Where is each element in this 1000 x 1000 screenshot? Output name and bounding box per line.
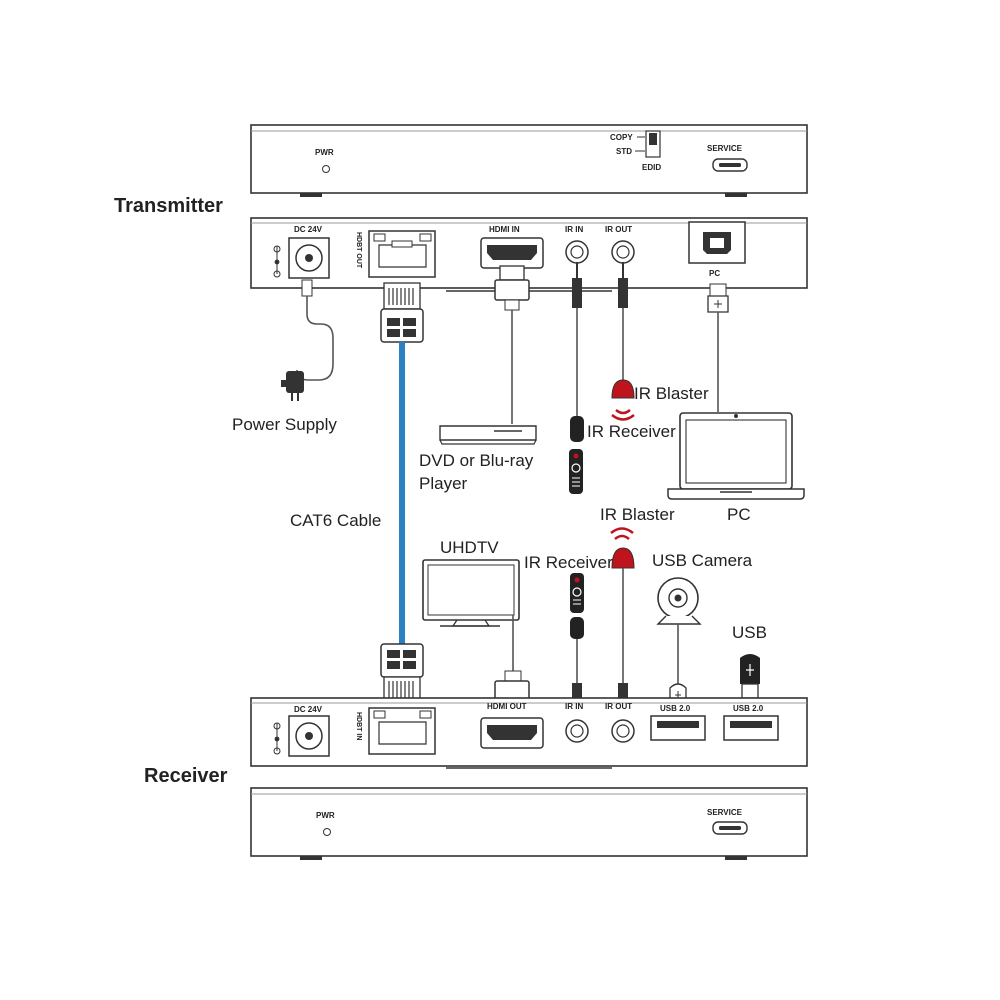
rx-polarity-icon	[273, 722, 281, 755]
rx-service-label: SERVICE	[707, 808, 743, 817]
dvd-label-line2: Player	[419, 474, 468, 493]
dvd-player-icon	[439, 425, 537, 445]
ir-signal-rx-icon	[610, 527, 634, 540]
ir-blaster-rx-label: IR Blaster	[600, 505, 675, 524]
pc-label: PC	[709, 269, 720, 278]
hdbt-in-label: HDBT IN	[355, 712, 362, 740]
ir-out-label: IR OUT	[605, 225, 632, 234]
edid-std-label: STD	[616, 147, 632, 156]
hdbt-in-port[interactable]	[368, 707, 436, 755]
ir-receiver-rx-label: IR Receiver	[524, 553, 613, 572]
usb-label: USB	[732, 623, 767, 642]
transmitter-rear-panel: DC 24V HDBT OUT HDMI IN IR IN IR OUT	[250, 217, 808, 292]
hdbt-out-port[interactable]	[368, 230, 436, 278]
ir-in-label: IR IN	[565, 225, 583, 234]
usb-camera-icon	[656, 577, 702, 625]
edid-copy-label: COPY	[610, 133, 633, 142]
rx-pwr-label: PWR	[316, 811, 335, 820]
rj45-plug-bottom	[380, 643, 424, 702]
hdmi-out-label: HDMI OUT	[487, 702, 527, 711]
ir-receiver-tx-icon	[570, 416, 584, 442]
rx-pwr-led	[323, 828, 331, 836]
hdmi-in-label: HDMI IN	[489, 225, 520, 234]
ir-blaster-rx-icon	[611, 547, 635, 569]
ir-receiver-rx-cable	[570, 617, 584, 709]
laptop-pc-icon	[667, 412, 805, 500]
pc-usb-b-port[interactable]	[688, 221, 746, 264]
ir-blaster-tx-icon	[611, 379, 635, 399]
pwr-label: PWR	[315, 148, 334, 157]
polarity-icon	[273, 245, 281, 278]
ir-blaster-rx-cable	[611, 547, 635, 709]
ir-blaster-tx-label: IR Blaster	[634, 384, 709, 403]
power-supply-label: Power Supply	[232, 415, 337, 434]
hdbt-out-label: HDBT OUT	[355, 232, 362, 269]
transmitter-front-panel: PWR COPY STD EDID SERVICE	[250, 124, 808, 197]
receiver-title: Receiver	[144, 765, 228, 787]
rx-ir-in-label: IR IN	[565, 702, 583, 711]
pwr-led	[322, 165, 330, 173]
transmitter-title: Transmitter	[114, 195, 223, 217]
usb-a-port-1[interactable]	[650, 715, 706, 741]
usb-2-0-label-2: USB 2.0	[733, 704, 764, 713]
ir-receiver-tx-label: IR Receiver	[587, 422, 676, 441]
receiver-front-panel: PWR SERVICE	[250, 787, 808, 860]
usb-camera-label: USB Camera	[652, 551, 753, 570]
rj45-plug-top	[380, 282, 424, 343]
cat6-cable	[380, 282, 424, 702]
power-supply	[281, 279, 334, 401]
ir-receiver-tx-cable	[570, 262, 584, 442]
dvd-label-line1: DVD or Blu-ray	[419, 451, 534, 470]
ir-signal-tx-icon	[611, 409, 635, 421]
uhdtv-label: UHDTV	[440, 538, 499, 557]
pc-device-label: PC	[727, 505, 751, 524]
rx-ir-out-label: IR OUT	[605, 702, 632, 711]
hdmi-in-port[interactable]	[480, 237, 544, 269]
rx-dc-24v-label: DC 24V	[294, 705, 323, 714]
usb-a-port-2[interactable]	[723, 715, 779, 741]
service-label: SERVICE	[707, 144, 743, 153]
usb-stick-icon	[740, 654, 760, 699]
usb-2-0-label-1: USB 2.0	[660, 704, 691, 713]
edid-label: EDID	[642, 163, 661, 172]
receiver-rear-panel: DC 24V HDBT IN HDMI OUT IR IN IR OUT USB…	[250, 697, 808, 769]
remote-control-tx-icon	[569, 449, 583, 494]
remote-control-rx-icon	[570, 573, 584, 613]
cat6-cable-label: CAT6 Cable	[290, 511, 381, 530]
usb-camera-cable	[669, 624, 687, 701]
ir-receiver-rx-icon	[570, 617, 584, 639]
dc-24v-label: DC 24V	[294, 225, 323, 234]
ir-blaster-tx-cable	[611, 262, 635, 421]
usb-cable-pc	[707, 283, 729, 412]
hdmi-cable-dvd	[494, 265, 530, 424]
uhdtv-icon	[422, 559, 520, 627]
hdmi-out-port[interactable]	[480, 717, 544, 749]
